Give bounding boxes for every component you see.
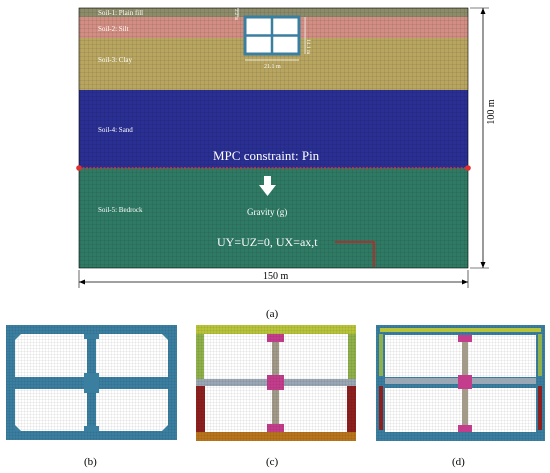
soil-label-3: Soil-3: Clay [98, 56, 133, 64]
width-label: 150 m [263, 271, 289, 282]
mpc-right-node [465, 165, 471, 171]
soil-label-4: Soil-4: Sand [98, 126, 133, 134]
soil-label-5: Soil-5: Bedrock [98, 206, 143, 214]
gravity-label: Gravity (g) [247, 207, 287, 217]
upper-wall-left-d [379, 334, 383, 376]
width-arrow-left [79, 279, 85, 285]
panel-a: Soil-1: Plain fill Soil-2: Silt Soil-3: … [76, 7, 497, 320]
boundary-condition-marker [335, 241, 375, 267]
soil-domain-border [78, 7, 469, 269]
joint-mid-d [458, 375, 472, 389]
mpc-constraint-label: MPC constraint: Pin [213, 148, 320, 163]
mesh-c [196, 325, 356, 441]
width-arrow-right [462, 279, 468, 285]
height-label: 100 m [486, 99, 497, 125]
height-arrow-bottom [480, 262, 486, 268]
station-structure [243, 15, 301, 56]
caption-c: (c) [266, 456, 279, 468]
cover-depth-label: 2.2 m [233, 9, 238, 21]
upper-wall-right-d [538, 334, 542, 376]
caption-b: (b) [84, 456, 97, 468]
joint-bottom-d [458, 425, 472, 432]
mpc-left-node [76, 165, 82, 171]
frame-b [6, 325, 177, 440]
soil-label-2: Soil-2: Silt [98, 25, 129, 33]
structure-width-label: 21.1 m [264, 64, 281, 70]
caption-d: (d) [452, 456, 465, 468]
column-lower-d [462, 388, 468, 432]
structure-height-label: 14.1 m [305, 39, 311, 55]
soil-label-1: Soil-1: Plain fill [98, 9, 143, 17]
panel-b: (b) [6, 325, 177, 468]
roof-slab-d [380, 328, 541, 332]
joint-top-d [458, 335, 472, 342]
lower-wall-right-d [538, 386, 542, 430]
column-upper-d [462, 335, 468, 377]
panel-d: (d) [376, 325, 545, 468]
gravity-arrow-icon [259, 176, 276, 196]
boundary-condition-label: UY=UZ=0, UX=ax,t [217, 235, 318, 249]
lower-wall-left-d [379, 386, 383, 430]
caption-a: (a) [266, 308, 279, 320]
height-arrow-top [480, 8, 486, 14]
panel-c: (c) [196, 325, 356, 468]
